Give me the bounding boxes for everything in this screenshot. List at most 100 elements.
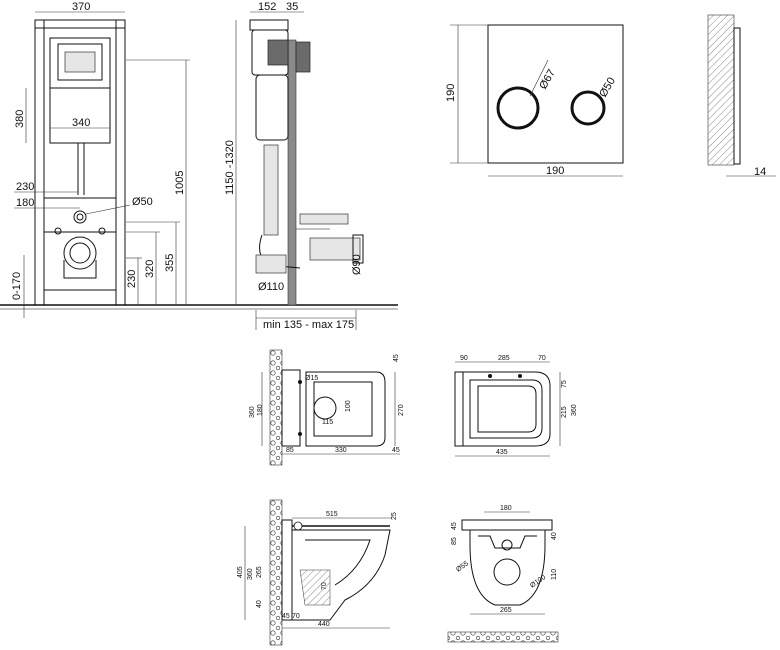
dim-85: 85 — [286, 447, 294, 454]
stud-left — [54, 227, 62, 235]
dim-215: 215 — [561, 406, 568, 418]
dim-110: 110 — [551, 569, 558, 580]
dim-45-f: 45 — [451, 522, 458, 530]
dim-190-w: 190 — [546, 165, 564, 177]
side-top-bracket — [249, 19, 289, 31]
bowl-front-view: 180 85 45 40 Ø55 110 Ø100 265 — [447, 505, 559, 643]
dim-360-t: 360 — [571, 404, 578, 416]
dim-190-h: 190 — [445, 84, 457, 102]
dim-340: 340 — [72, 117, 90, 129]
dim-370: 370 — [72, 1, 90, 13]
dim-265: 265 — [256, 566, 263, 578]
front-frame-view: 370 380 340 230 180 Ø50 1005 355 320 230… — [0, 1, 398, 318]
water-inlet — [73, 210, 87, 224]
dim-d15: Ø15 — [305, 375, 318, 382]
side-valve — [267, 39, 289, 66]
front-inlet — [501, 539, 513, 551]
dim-90: 90 — [460, 355, 468, 362]
front-outlet — [493, 558, 521, 586]
outlet-base — [63, 260, 97, 279]
bowl-inner — [313, 381, 373, 437]
bowl-drain — [313, 396, 337, 420]
outlet-outer — [63, 236, 97, 270]
dim-380: 380 — [14, 110, 26, 128]
side-drain-pipe — [263, 144, 279, 236]
dim-360-sec: 360 — [247, 568, 254, 580]
dim-25: 25 — [391, 512, 398, 520]
dim-265-f: 265 — [500, 607, 512, 614]
outlet-inner — [69, 242, 91, 264]
dim-d50-btn: Ø50 — [597, 75, 618, 99]
dim-515: 515 — [326, 511, 338, 518]
flush-plate-side — [733, 27, 741, 165]
dim-1150-1320: 1150 -1320 — [224, 140, 236, 195]
dim-d55: Ø55 — [455, 560, 470, 573]
dim-435: 435 — [496, 449, 508, 456]
section-bowl-inner — [305, 539, 371, 586]
bowl-plan-left: Ø15 100 115 360 180 270 45 85 330 45 — [249, 349, 405, 466]
flush-plate-side-wall — [707, 14, 735, 166]
flush-plate-outline — [487, 24, 624, 164]
front-seat — [461, 519, 553, 531]
dim-14: 14 — [754, 166, 766, 178]
top-lid — [469, 379, 543, 439]
section-bowl-body — [291, 529, 391, 621]
dim-70: 70 — [538, 355, 546, 362]
button-large — [496, 86, 540, 130]
dim-285: 285 — [498, 355, 510, 362]
hinge-left — [488, 374, 492, 378]
dim-115: 115 — [322, 419, 333, 426]
dim-70-b: 70 — [292, 613, 300, 620]
dim-152: 152 — [258, 1, 276, 13]
button-small — [570, 90, 606, 126]
side-cistern-body — [255, 74, 289, 141]
flush-plate-view: Ø67 Ø50 190 190 14 — [445, 14, 776, 178]
dim-360-s: 360 — [249, 406, 256, 418]
water-inlet-core — [76, 213, 84, 221]
dim-180-s: 180 — [257, 404, 264, 416]
section-back-plate — [281, 519, 293, 621]
dim-45-s: 45 — [393, 354, 400, 362]
bowl-section-view: 515 25 405 360 265 70 40 45 70 440 — [237, 499, 398, 646]
top-seat-outline — [462, 371, 551, 447]
dim-180-f: 180 — [500, 505, 512, 512]
dim-230: 230 — [16, 181, 34, 193]
dim-230b: 230 — [126, 270, 138, 288]
dim-1005: 1005 — [174, 171, 186, 195]
top-lid-inner — [477, 385, 537, 433]
bolt-bottom — [298, 432, 302, 436]
dim-d90: Ø90 — [351, 254, 363, 275]
wall-panel — [287, 39, 297, 306]
bolt-top — [298, 380, 302, 384]
valve-block — [64, 51, 96, 73]
dim-355: 355 — [164, 254, 176, 272]
front-bowl — [469, 529, 546, 606]
dim-35: 35 — [286, 1, 298, 13]
dim-405: 405 — [237, 566, 244, 578]
dim-45-sec: 45 — [282, 613, 290, 620]
dim-85-f: 85 — [451, 537, 458, 545]
side-flush-plate — [295, 41, 311, 73]
hinge-right — [518, 374, 522, 378]
section-wall-stone — [269, 499, 283, 646]
side-outlet-end — [352, 234, 364, 264]
flush-mechanism — [57, 43, 103, 81]
dim-75: 75 — [561, 380, 568, 388]
section-outlet — [299, 569, 331, 606]
side-drain-box — [255, 254, 287, 274]
dim-d67: Ø67 — [537, 67, 558, 91]
cistern-body — [49, 87, 111, 144]
dim-440: 440 — [318, 621, 330, 628]
bowl-top-view: 90 285 70 75 215 360 435 — [454, 355, 578, 457]
dim-270: 270 — [398, 404, 405, 416]
dim-wall-range: min 135 - max 175 — [263, 319, 354, 331]
side-frame-view: 152 35 1150 -1320 Ø110 Ø90 min 135 - max… — [224, 1, 364, 331]
dim-45-b: 45 — [392, 447, 400, 454]
bowl-outline — [305, 371, 386, 447]
dim-0-170: 0-170 — [11, 272, 23, 300]
bowl-back-plate — [281, 369, 301, 447]
dim-70-sec: 70 — [321, 582, 328, 590]
dim-320: 320 — [144, 260, 156, 278]
frame-feet — [43, 289, 117, 306]
